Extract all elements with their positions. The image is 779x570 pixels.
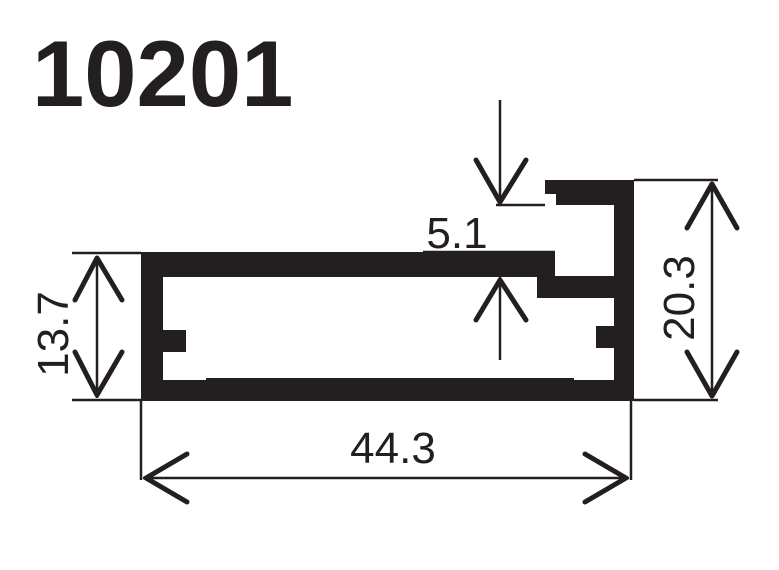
profile-section bbox=[141, 180, 634, 401]
height-left-arrow-top bbox=[72, 255, 125, 303]
height-right-arrow-bottom bbox=[684, 349, 740, 399]
part-number: 10201 bbox=[32, 21, 293, 126]
lip-label: 5.1 bbox=[426, 209, 487, 258]
dimension-width: 44.3 bbox=[143, 424, 629, 505]
bottom-rib bbox=[206, 378, 574, 382]
extension-lines bbox=[72, 178, 718, 480]
lip-arrow-up bbox=[473, 277, 529, 323]
height-right-arrow-top bbox=[684, 181, 740, 231]
width-arrow-left bbox=[143, 451, 190, 505]
dimension-lip: 5.1 bbox=[426, 100, 529, 360]
lip-arrow-down bbox=[473, 157, 529, 205]
height-left-arrow-bottom bbox=[72, 349, 125, 398]
width-arrow-right bbox=[582, 451, 629, 505]
height-left-label: 13.7 bbox=[29, 291, 78, 377]
dimension-height-right: 20.3 bbox=[655, 181, 740, 399]
height-right-label: 20.3 bbox=[655, 255, 704, 341]
width-label: 44.3 bbox=[350, 424, 436, 473]
dimension-height-left: 13.7 bbox=[29, 255, 125, 398]
